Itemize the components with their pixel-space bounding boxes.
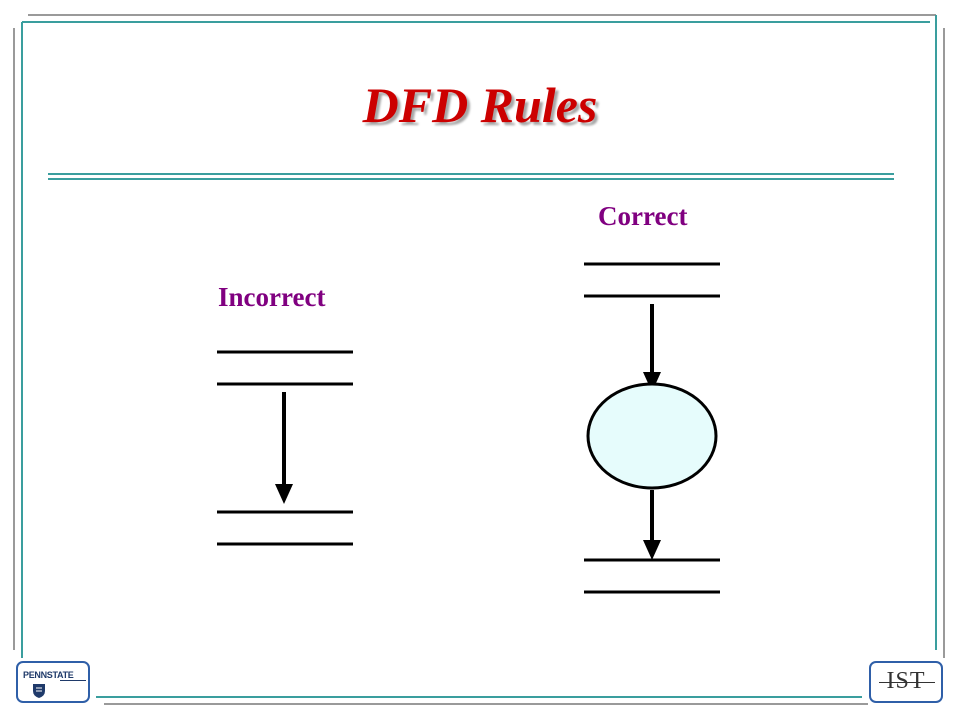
- source-data-store: [217, 350, 353, 386]
- ist-wordmark: IST: [886, 668, 926, 694]
- target-data-store: [584, 558, 720, 594]
- correct-diagram: [584, 262, 720, 594]
- incorrect-label: Incorrect: [218, 282, 326, 312]
- source-data-store: [584, 262, 720, 298]
- slide-title: DFD Rules: [362, 77, 598, 133]
- incorrect-diagram: [217, 350, 353, 546]
- pennstate-wordmark: PENNSTATE: [23, 670, 74, 680]
- process-bubble: [586, 382, 718, 490]
- data-flow-arrow-out: [643, 490, 661, 560]
- target-data-store: [217, 510, 353, 546]
- shield-icon: [33, 684, 45, 698]
- ist-logo: IST: [869, 661, 943, 703]
- correct-label: Correct: [598, 201, 688, 231]
- invalid-data-flow-arrow: [275, 392, 293, 504]
- pennstate-logo: PENNSTATE: [16, 661, 90, 703]
- data-flow-arrow-in: [643, 304, 661, 392]
